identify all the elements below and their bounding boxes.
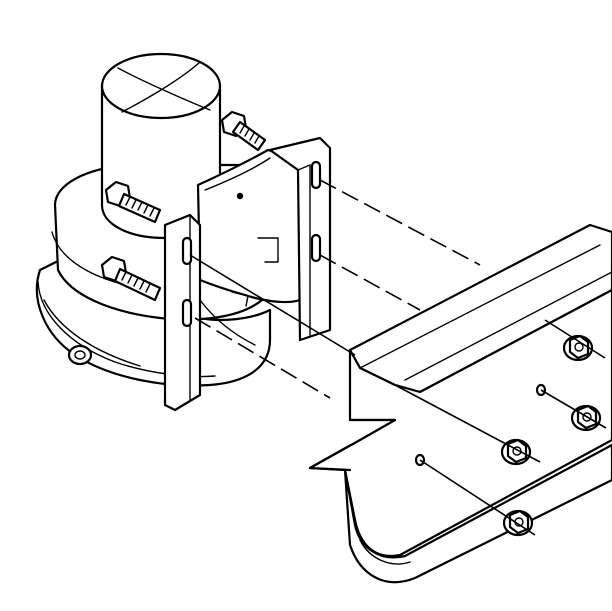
- rail-break-edge: [308, 418, 397, 472]
- housing-base-rim-2: [43, 299, 141, 367]
- bracket-tab-2: [231, 291, 249, 307]
- alignment-line-rear-lower: [319, 254, 421, 311]
- alignment-line-to-nut-bottom: [419, 459, 536, 536]
- frame-channel-rail: [308, 223, 612, 584]
- alignment-line-front-upper: [189, 254, 356, 356]
- housing-top-cap: [100, 52, 222, 120]
- bracket-rivet: [236, 192, 244, 200]
- hex-bolt-upper-left: [104, 180, 162, 224]
- alignment-line-to-nut-mid-right: [540, 389, 607, 429]
- bracket-tab: [257, 237, 279, 263]
- rear-lower-slot: [310, 233, 322, 263]
- alignment-line-front-lower: [194, 317, 331, 399]
- alignment-line-rear-upper: [319, 179, 481, 266]
- flange-nut-top: [562, 334, 594, 362]
- curved-mounting-bracket: [163, 136, 332, 412]
- bracket-strap-edge: [204, 157, 271, 191]
- drain-plug-icon: [67, 344, 93, 366]
- front-upper-slot: [181, 236, 193, 266]
- hex-bolt-top-right: [220, 110, 267, 152]
- housing-cap-cross-b: [121, 61, 201, 113]
- bracket-curved-strap: [196, 148, 302, 304]
- rear-upper-slot: [310, 160, 322, 190]
- hex-bolt-lower-left: [100, 255, 162, 302]
- alignment-lines: [189, 179, 607, 536]
- alignment-line-to-nut-mid-left: [394, 384, 541, 463]
- flange-nut-mid-right: [570, 404, 602, 432]
- front-lower-slot: [181, 298, 193, 328]
- alignment-line-to-nut-top: [544, 319, 606, 359]
- rail-bottom-flange: [343, 443, 612, 584]
